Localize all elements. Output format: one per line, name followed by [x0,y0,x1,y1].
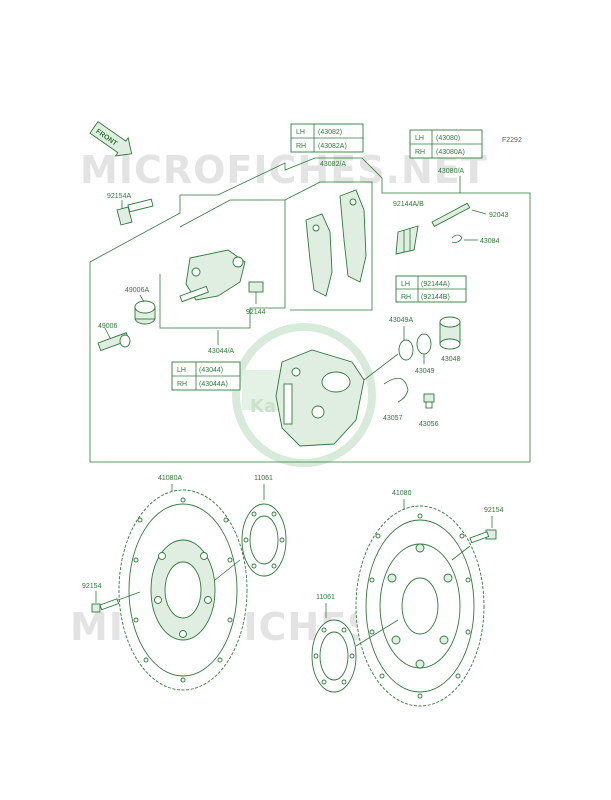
label-92154-right: 92154 [484,507,504,514]
label-43057: 43057 [383,415,403,422]
pin-49006-icon [97,327,131,352]
pad-set-lh-part: (43080) [436,135,460,142]
label-11061-upper: 11061 [254,475,273,482]
label-92043: 92043 [489,212,509,219]
spring-side-table: LH (92144A) RH (92144B) [395,275,467,303]
seal-43049a-icon [398,339,414,361]
brake-disc-left-icon [118,489,248,691]
label-43082a: 43082/A [320,161,346,168]
spring-rh-part: (92144B) [421,294,450,301]
pad-box-outline [284,181,373,311]
bleeder-43056-icon [423,393,435,409]
caliper-bracket-icon [179,249,246,303]
caliper-assembly-outline [89,157,531,463]
pad-set-rh-part: (43080A) [436,149,465,156]
pads-rh-part: (43082A) [318,143,347,150]
bolt-92154a-icon [116,198,154,226]
label-92144: 92144 [246,309,266,316]
bracket-sub-outline [159,199,286,329]
pad-set-lh-side: LH [415,135,424,142]
disc-bolt-left-icon [91,591,141,613]
pads-lh-side: LH [296,129,305,136]
label-43048: 43048 [441,356,461,363]
label-49006: 49006 [98,323,118,330]
label-43084: 43084 [480,238,500,245]
pads-side-table: LH (43082) RH (43082A) [290,123,364,153]
pad-spring-icon [395,225,419,255]
pads-rh-side: RH [296,143,306,150]
pad-set-rh-side: RH [415,149,425,156]
label-43049a: 43049A [389,317,413,324]
label-43044: 43044/A [208,348,234,355]
label-41080: 41080 [392,490,412,497]
leader-gasket-lower [355,619,399,647]
caliper-lh-side: LH [177,367,186,374]
label-92144ab: 92144A/B [393,201,424,208]
brake-disc-right-icon [355,505,485,707]
gasket-lower-icon [311,619,357,693]
label-41080a: 41080A [158,475,182,482]
spring-lh-side: LH [401,281,410,288]
leader-gasket-upper [214,559,241,581]
figure-code: F2292 [502,137,522,144]
gasket-upper-icon [241,503,287,577]
pin-clip-43084-icon [451,234,478,243]
spring-rh-side: RH [401,294,411,301]
label-43049: 43049 [415,368,435,375]
caliper-rh-part: (43044A) [199,381,228,388]
caliper-body-icon [275,349,365,447]
caliper-rh-side: RH [177,381,187,388]
bush-49006a-icon [134,294,156,325]
label-92154-left: 92154 [82,583,102,590]
pad-pin-92043-icon [431,202,487,228]
leader-seals [363,353,399,381]
pad-set-side-table: LH (43080) RH (43080A) [409,129,483,159]
spring-lh-part: (92144A) [421,281,450,288]
brake-pad-left-icon [305,213,333,297]
label-49006a: 49006A [125,287,149,294]
label-11061-lower: 11061 [316,594,335,601]
piston-43048-icon [439,316,461,350]
pads-lh-part: (43082) [318,129,342,136]
caliper-side-table: LH (43044) RH (43044A) [171,361,241,391]
label-92154a: 92154A [107,193,131,200]
label-43056: 43056 [419,421,439,428]
label-43080a: 43080/A [438,168,464,175]
brake-pad-right-icon [339,189,367,283]
seal-43049-icon [416,333,432,355]
pipe-43057-icon [383,377,409,403]
clip-92144-icon [248,281,264,304]
caliper-lh-part: (43044) [199,367,223,374]
disc-bolt-right-icon [451,529,497,561]
